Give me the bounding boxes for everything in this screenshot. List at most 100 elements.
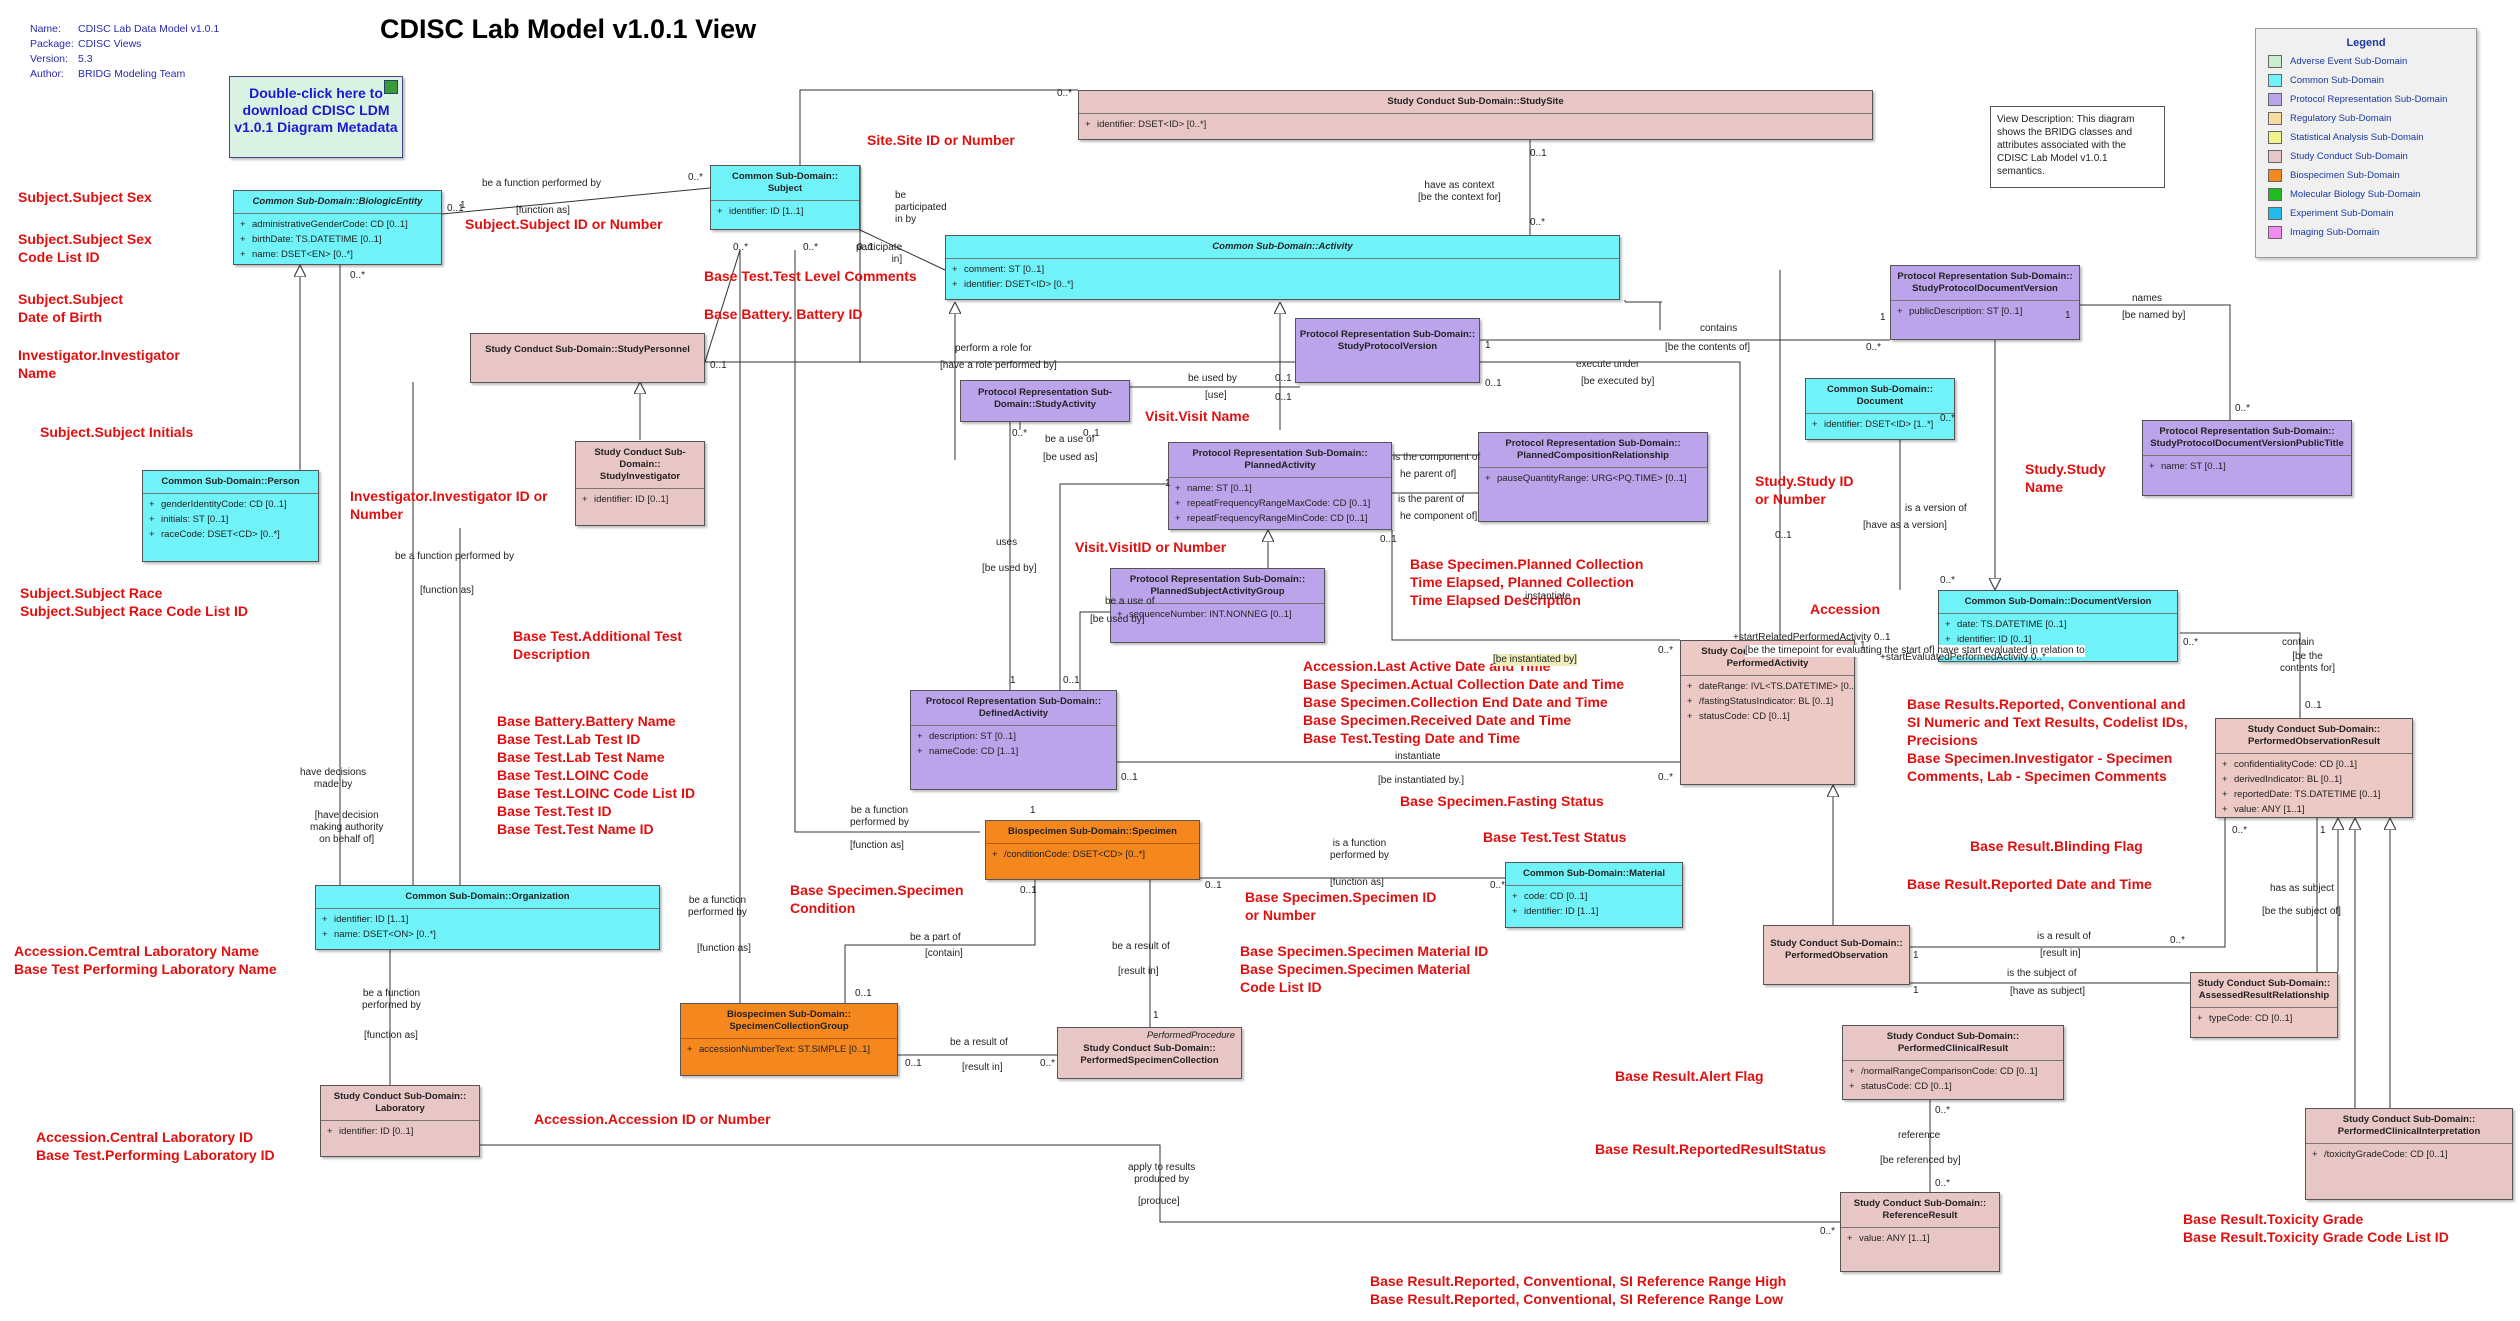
annotation-visit-name: Visit.Visit Name [1145, 408, 1250, 424]
class-subject[interactable]: Common Sub-Domain:: Subject identifier: … [710, 165, 860, 230]
spreadsheet-icon [384, 80, 398, 94]
legend-label: Study Conduct Sub-Domain [2290, 151, 2408, 162]
class-study-site[interactable]: Study Conduct Sub-Domain::StudySite iden… [1078, 90, 1873, 140]
class-document[interactable]: Common Sub-Domain:: Document identifier:… [1805, 378, 1955, 440]
annotation-test-status: Base Test.Test Status [1483, 829, 1627, 845]
annotation-reported-status: Base Result.ReportedResultStatus [1595, 1141, 1827, 1157]
legend-item: Experiment Sub-Domain [2268, 207, 2476, 220]
class-performed-clinical-interpretation[interactable]: Study Conduct Sub-Domain:: PerformedClin… [2305, 1108, 2513, 1200]
class-biologic-entity[interactable]: Common Sub-Domain::BiologicEntity admini… [233, 190, 442, 265]
class-name: Protocol Representation Sub-Domain:: Pla… [1111, 569, 1324, 604]
role-label: he parent of] [1400, 469, 1457, 480]
legend-title: Legend [2346, 37, 2386, 49]
multiplicity: 0..1 [447, 203, 464, 214]
class-attribute: description: ST [0..1] [911, 729, 1116, 744]
annotation-blinding-flag: Base Result.Blinding Flag [1970, 838, 2143, 854]
class-defined-activity[interactable]: Protocol Representation Sub-Domain:: Def… [910, 690, 1117, 790]
class-specimen-collection-group[interactable]: Biospecimen Sub-Domain:: SpecimenCollect… [680, 1003, 898, 1076]
annotation-accession: Accession [1810, 601, 1881, 617]
multiplicity: 0..* [1940, 413, 1956, 424]
class-document-version[interactable]: Common Sub-Domain::DocumentVersion date:… [1938, 590, 2178, 662]
class-reference-result[interactable]: Study Conduct Sub-Domain:: ReferenceResu… [1840, 1192, 2000, 1272]
class-study-personnel[interactable]: Study Conduct Sub-Domain::StudyPersonnel [470, 333, 705, 383]
annotation-central-lab-name: Accession.Cemtral Laboratory Name Base T… [14, 943, 277, 977]
class-performed-observation[interactable]: Study Conduct Sub-Domain:: PerformedObse… [1763, 925, 1910, 985]
annotation-central-lab-id: Accession.Central Laboratory ID Base Tes… [36, 1129, 275, 1163]
legend-swatch [2268, 93, 2282, 106]
annotation-specimen-condition: Base Specimen.Specimen Condition [790, 882, 964, 916]
class-planned-activity[interactable]: Protocol Representation Sub-Domain:: Pla… [1168, 442, 1392, 530]
meta-name-key: Name: [30, 23, 61, 35]
class-attribute: repeatFrequencyRangeMaxCode: CD [0..1] [1169, 496, 1391, 511]
multiplicity: 0..* [1490, 880, 1506, 891]
download-metadata-label: Double-click here to download CDISC LDM … [234, 85, 398, 135]
role-label: [have as subject] [2010, 986, 2086, 997]
role-label: be a result of [950, 1037, 1008, 1048]
class-study-protocol-document-version-public-title[interactable]: Protocol Representation Sub-Domain:: Stu… [2142, 420, 2352, 496]
class-name: Protocol Representation Sub-Domain:: Def… [911, 691, 1116, 726]
class-planned-subject-activity-group[interactable]: Protocol Representation Sub-Domain:: Pla… [1110, 568, 1325, 643]
class-assessed-result-relationship[interactable]: Study Conduct Sub-Domain:: AssessedResul… [2190, 972, 2338, 1038]
class-laboratory[interactable]: Study Conduct Sub-Domain:: Laboratory id… [320, 1085, 480, 1157]
role-label: be a result of [1112, 941, 1170, 952]
class-performed-observation-result[interactable]: Study Conduct Sub-Domain:: PerformedObse… [2215, 718, 2413, 818]
class-attribute: identifier: ID [1..1] [1506, 904, 1682, 919]
class-attribute: administrativeGenderCode: CD [0..1] [234, 217, 441, 232]
multiplicity: 1 [1880, 312, 1886, 323]
meta-author-key: Author: [30, 68, 64, 80]
class-specimen[interactable]: Biospecimen Sub-Domain::Specimen /condit… [985, 820, 1200, 880]
role-label: [be named by] [2122, 310, 2186, 321]
legend-label: Experiment Sub-Domain [2290, 208, 2394, 219]
legend-swatch [2268, 55, 2282, 68]
class-organization[interactable]: Common Sub-Domain::Organization identifi… [315, 885, 660, 950]
multiplicity: 0..1 [1380, 534, 1397, 545]
multiplicity: 0..* [1530, 217, 1546, 228]
class-study-activity[interactable]: Protocol Representation Sub-Domain::Stud… [960, 380, 1130, 422]
class-name: Protocol Representation Sub-Domain:: Stu… [2143, 421, 2351, 456]
class-attribute: birthDate: TS.DATETIME [0..1] [234, 232, 441, 247]
role-label: [function as] [697, 943, 751, 954]
class-study-protocol-document-version[interactable]: Protocol Representation Sub-Domain:: Stu… [1890, 265, 2080, 340]
view-description-note: View Description: This diagram shows the… [1990, 106, 2165, 188]
multiplicity: 0..1 [1485, 378, 1502, 389]
annotation-study-name: Study.Study Name [2025, 461, 2106, 495]
role-label: reference [1898, 1130, 1941, 1141]
class-planned-composition-relationship[interactable]: Protocol Representation Sub-Domain:: Pla… [1478, 432, 1708, 522]
annotation-site-id: Site.Site ID or Number [867, 132, 1015, 148]
multiplicity: 0..* [1012, 428, 1028, 439]
role-label: he component of] [1400, 511, 1478, 522]
annotation-test-level-comments: Base Test.Test Level Comments [704, 268, 917, 284]
multiplicity: 0..1 [710, 360, 727, 371]
role-label: [be referenced by] [1880, 1155, 1961, 1166]
class-person[interactable]: Common Sub-Domain::Person genderIdentity… [142, 470, 319, 562]
class-performed-activity[interactable]: Study Conduct Sub-Domain:: PerformedActi… [1680, 640, 1855, 785]
class-attribute: confidentialityCode: CD [0..1] [2216, 757, 2412, 772]
class-performed-clinical-result[interactable]: Study Conduct Sub-Domain:: PerformedClin… [1842, 1025, 2064, 1100]
class-material[interactable]: Common Sub-Domain::Material code: CD [0.… [1505, 862, 1683, 928]
annotation-toxicity: Base Result.Toxicity Grade Base Result.T… [2183, 1211, 2449, 1245]
multiplicity: 0..* [733, 242, 749, 253]
multiplicity: 0..1 [1775, 530, 1792, 541]
class-name: Protocol Representation Sub-Domain:: Stu… [1891, 266, 2079, 301]
multiplicity: 0..* [2232, 825, 2248, 836]
meta-version-value: 5.3 [78, 53, 93, 65]
class-name: Common Sub-Domain:: Document [1806, 379, 1954, 414]
annotation-subject-sex: Subject.Subject Sex [18, 189, 152, 205]
class-activity[interactable]: Common Sub-Domain::Activity comment: ST … [945, 235, 1620, 300]
multiplicity: 1 [1030, 805, 1036, 816]
class-attribute: repeatFrequencyRangeMinCode: CD [0..1] [1169, 511, 1391, 526]
class-performed-specimen-collection[interactable]: PerformedProcedure Study Conduct Sub-Dom… [1057, 1027, 1242, 1079]
role-label: be participated in by [895, 190, 947, 225]
class-attribute: code: CD [0..1] [1506, 889, 1682, 904]
legend-item: Protocol Representation Sub-Domain [2268, 93, 2476, 106]
role-label: be a use of [1045, 434, 1095, 445]
download-metadata-button[interactable]: Double-click here to download CDISC LDM … [229, 76, 403, 158]
role-label: apply to results produced by [1128, 1162, 1196, 1185]
multiplicity: 0..* [2183, 637, 2199, 648]
class-study-investigator[interactable]: Study Conduct Sub-Domain:: StudyInvestig… [575, 441, 705, 526]
class-attribute: /toxicityGradeCode: CD [0..1] [2306, 1147, 2512, 1162]
class-study-protocol-version[interactable]: Protocol Representation Sub-Domain:: Stu… [1295, 318, 1480, 383]
class-attribute: comment: ST [0..1] [946, 262, 1619, 277]
class-name: Study Conduct Sub-Domain:: PerformedClin… [1843, 1026, 2063, 1061]
